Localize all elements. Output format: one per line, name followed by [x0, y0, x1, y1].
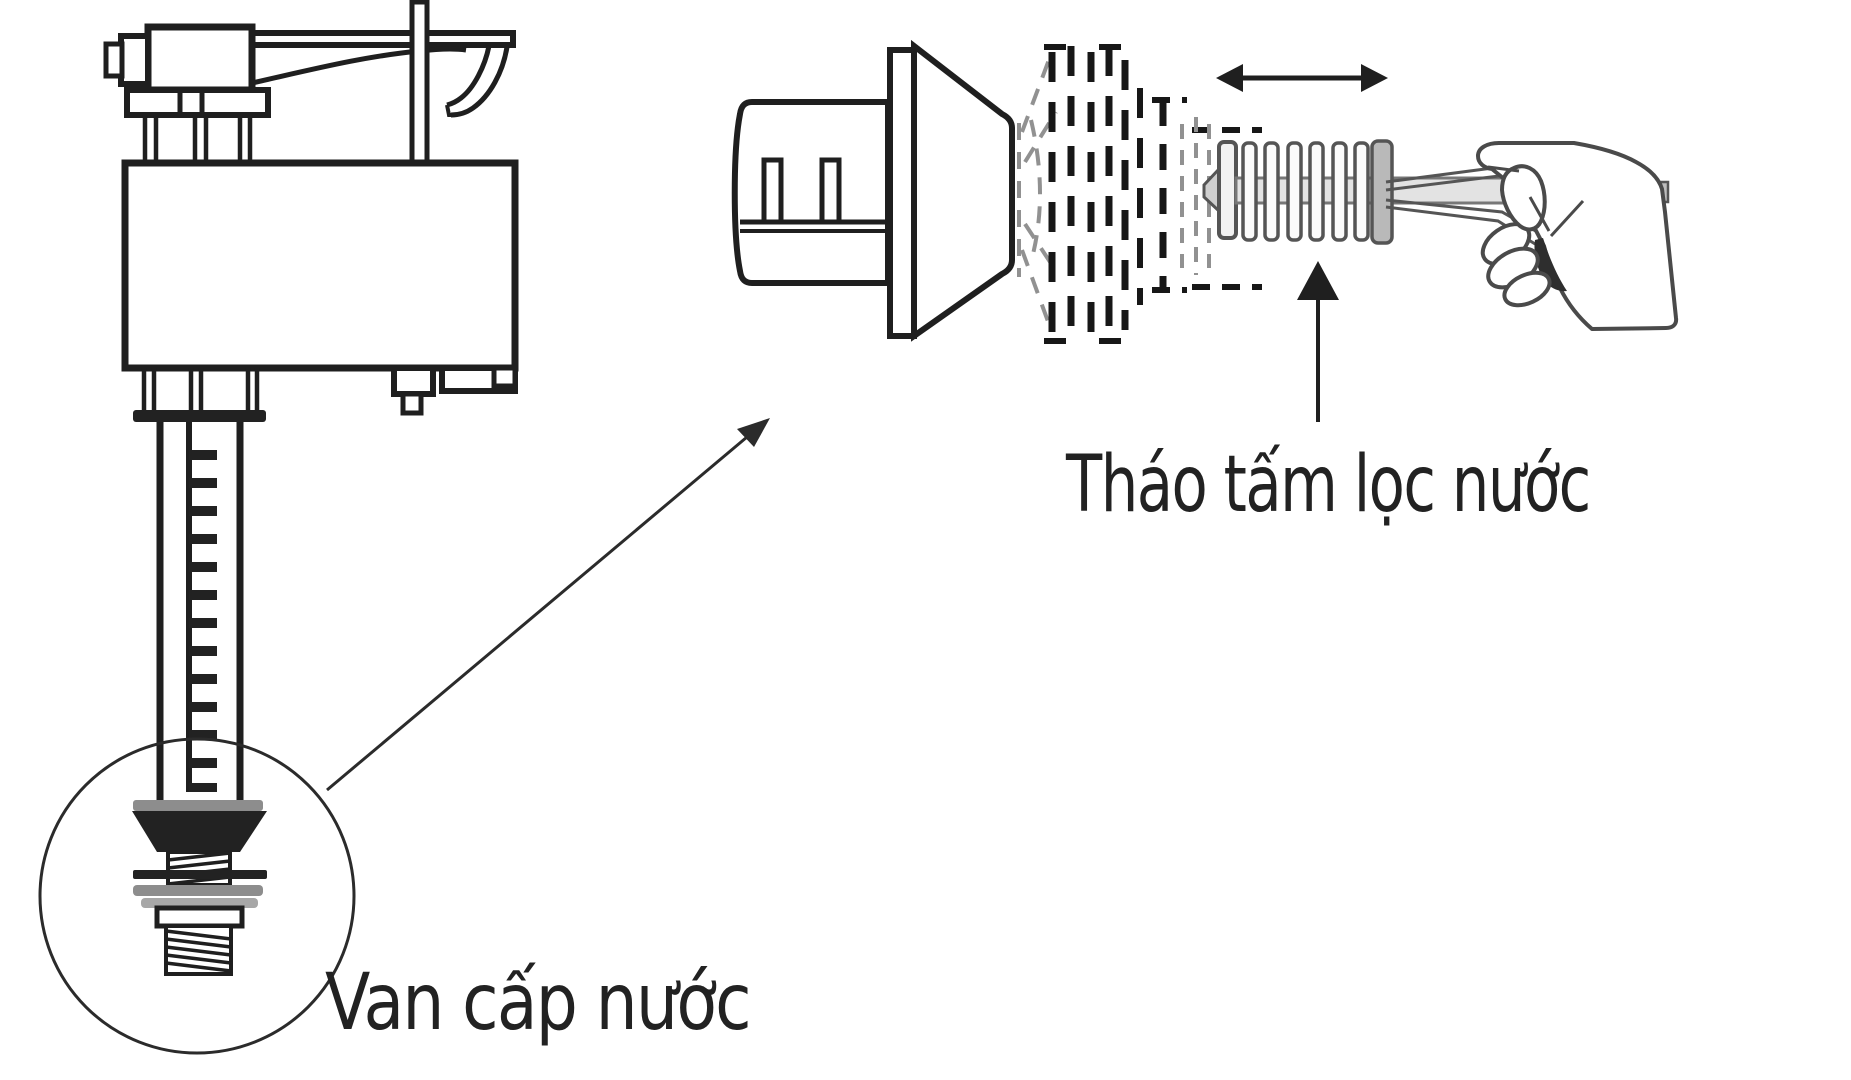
valve-head-stub-small	[103, 41, 125, 79]
adjustable-shank	[156, 422, 244, 800]
valve-head-box	[144, 23, 256, 94]
float-arm-bar	[249, 30, 516, 48]
hand-shadow	[1534, 238, 1567, 292]
hand-thumb	[1500, 164, 1547, 232]
float-arm-link-outer	[450, 46, 510, 118]
slide-direction-double-arrow	[1216, 64, 1388, 92]
fill-valve-assembly	[103, 0, 519, 976]
washer-gray	[133, 885, 263, 896]
body-foot-left	[391, 365, 436, 397]
cup-prong-right	[819, 157, 842, 225]
head-bracket	[124, 87, 271, 118]
upper-legs	[142, 115, 253, 163]
valve-body	[121, 159, 519, 372]
float-arm-curve	[251, 46, 467, 86]
upper-thread	[166, 850, 232, 887]
detail-callout	[38, 418, 770, 1055]
filter-end-rib	[1217, 140, 1238, 240]
hand	[1476, 141, 1679, 331]
water-filter-plate	[1202, 139, 1520, 245]
supply-valve-label: Van cấp nước	[325, 958, 752, 1048]
inlet-cone	[911, 39, 1015, 342]
magnifier-circle	[38, 737, 356, 1055]
filter-tip	[1202, 165, 1221, 215]
inlet-cup	[731, 99, 891, 286]
detail-callout-arrow	[326, 418, 770, 792]
filter-grip-disc	[1370, 139, 1394, 245]
lower-thread	[164, 924, 233, 976]
hand-crease-1	[1528, 196, 1551, 232]
valve-rod	[409, 0, 430, 166]
lock-ring-dark	[133, 870, 267, 879]
remove-filter-label: Tháo tấm lọc nước	[1066, 440, 1591, 530]
valve-head-stub-large	[118, 33, 151, 87]
body-foot-left-tip	[400, 391, 424, 416]
float-arm-link-inner	[446, 45, 492, 108]
hand-crease-3	[1487, 165, 1520, 173]
lower-legs	[141, 368, 260, 410]
hand-finger-3	[1502, 270, 1552, 308]
ghost-housing-dashed	[1017, 44, 1143, 344]
tweezers-and-hand	[1385, 141, 1679, 331]
exploded-view	[731, 39, 1520, 344]
mounting-nut	[154, 905, 245, 929]
cup-prong-left	[761, 157, 784, 225]
top-washer	[133, 800, 263, 811]
body-foot-right-notch	[491, 365, 518, 389]
shank-flange	[133, 410, 266, 422]
inlet-flange	[887, 47, 917, 339]
ratchet-teeth	[189, 450, 217, 792]
filter-pointer-arrow	[1297, 261, 1339, 422]
float-arm-link-cap	[445, 104, 451, 117]
filter-ribs	[1241, 141, 1370, 242]
cone-seal	[132, 811, 267, 852]
supply-valve-hardware	[132, 800, 267, 976]
ghost-filter-dashed	[1152, 97, 1262, 293]
hand-crease-2	[1549, 199, 1585, 238]
